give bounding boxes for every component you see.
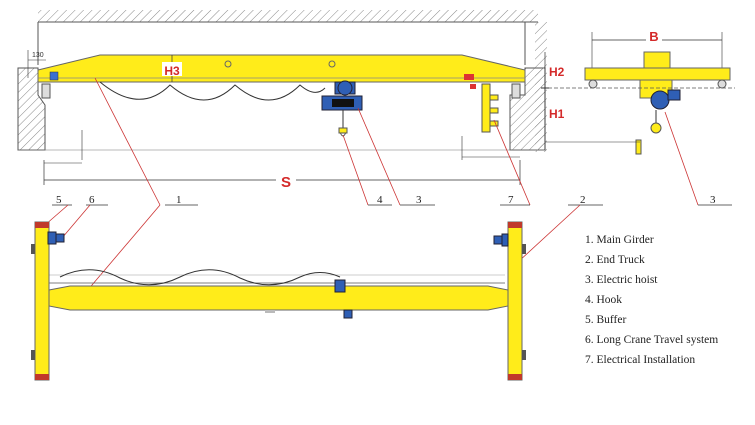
- callout-3: 3: [416, 194, 422, 206]
- panel-marker: [464, 74, 474, 80]
- hook-height-label: H1: [549, 107, 565, 121]
- legend-item-hook: 4. Hook: [585, 294, 623, 306]
- end-clearance-label: 130: [32, 52, 44, 59]
- parts-legend: 1. Main Girder 2. End Truck 3. Electric …: [585, 230, 718, 370]
- festoon-cable-front: [99, 81, 326, 101]
- side-elevation-view: B H2 H1: [535, 22, 735, 206]
- main-girder-plan: [48, 285, 509, 311]
- callout-6: 6: [89, 194, 95, 206]
- wheel-base-label: B: [649, 29, 658, 44]
- callout-4: 4: [377, 194, 383, 206]
- callout-3-side: 3: [710, 194, 716, 206]
- girder-height-label: H3: [164, 64, 180, 78]
- front-elevation-view: S H3 130: [17, 10, 546, 206]
- electric-hoist-front: [321, 80, 363, 137]
- end-truck-left: [34, 221, 50, 381]
- plan-view: [31, 204, 603, 381]
- electric-hoist-plan: [334, 279, 346, 293]
- callout-5: 5: [56, 194, 62, 206]
- span-label: S: [281, 174, 291, 191]
- end-truck-side: [584, 67, 731, 81]
- legend-item-electric-hoist: 3. Electric hoist: [585, 274, 658, 286]
- festoon-cable-plan: [59, 269, 341, 286]
- ceiling-hatch: [38, 10, 538, 22]
- callout-2: 2: [580, 194, 586, 206]
- electric-hoist-side: [650, 90, 670, 110]
- callout-7: 7: [508, 194, 514, 206]
- end-motor-front: [49, 71, 59, 81]
- legend-item-end-truck: 2. End Truck: [585, 254, 645, 266]
- hook-side: [650, 122, 662, 134]
- legend-item-buffer: 5. Buffer: [585, 314, 627, 326]
- electrical-installation-front: [470, 83, 499, 133]
- end-truck-right: [507, 221, 523, 381]
- side-wall-hatch: [535, 22, 547, 152]
- rail-to-top-label: H2: [549, 65, 565, 79]
- legend-item-electrical: 7. Electrical Installation: [585, 354, 696, 366]
- main-girder-front: [37, 54, 526, 83]
- travel-motor-left: [47, 231, 57, 245]
- legend-item-travel-system: 6. Long Crane Travel system: [585, 334, 719, 346]
- legend-item-main-girder: 1. Main Girder: [585, 234, 654, 246]
- callout-1: 1: [176, 194, 182, 206]
